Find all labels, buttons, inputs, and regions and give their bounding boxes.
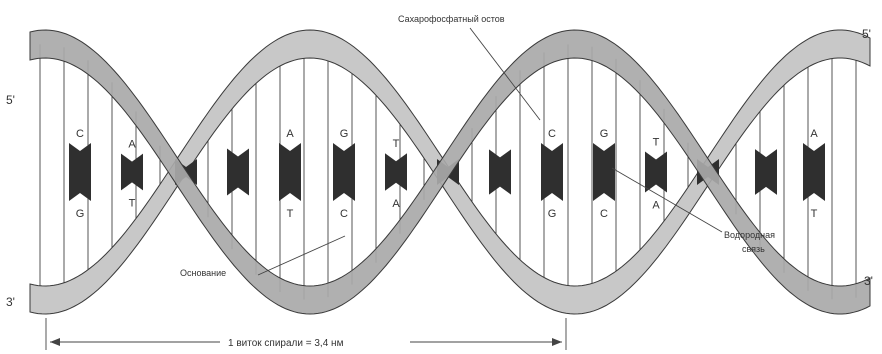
- base-pair-block: [755, 149, 777, 195]
- base-pair-block: [69, 143, 91, 201]
- base-letter-top: C: [548, 128, 556, 140]
- backbone-strand-front: [30, 30, 870, 314]
- base-letter-bottom: T: [811, 208, 818, 220]
- base-letter-top: C: [76, 128, 84, 140]
- base-letter-bottom: A: [652, 200, 660, 212]
- base-letter-top: A: [286, 128, 294, 140]
- annotation-hydrogen-bond-1: Водородная: [724, 230, 775, 240]
- base-letter-top: T: [393, 138, 400, 150]
- base-letter-bottom: G: [548, 208, 557, 220]
- base-pair-block: [279, 143, 301, 201]
- base-letter-bottom: G: [76, 208, 85, 220]
- base-letter-top: A: [810, 128, 818, 140]
- base-letter-bottom: C: [600, 208, 608, 220]
- annotation-base: Основание: [180, 268, 226, 278]
- label-5prime-left: 5': [6, 93, 15, 107]
- label-5prime-right: 5': [862, 27, 871, 41]
- base-letter-top: A: [128, 139, 136, 151]
- label-3prime-right: 3': [864, 274, 873, 288]
- base-letter-bottom: C: [340, 208, 348, 220]
- base-pair-block: [593, 143, 615, 201]
- base-pair-block: [121, 154, 143, 191]
- base-pair-block: [645, 151, 667, 192]
- base-letter-top: G: [340, 128, 349, 140]
- base-pair-block: [803, 143, 825, 201]
- annotation-backbone: Сахарофосфатный остов: [398, 14, 505, 24]
- base-pair-block: [333, 143, 355, 201]
- base-pair-block: [385, 153, 407, 191]
- base-pair-block: [489, 149, 511, 194]
- leader-base: [258, 236, 345, 275]
- annotation-turn-length: 1 виток спирали = 3,4 нм: [228, 338, 344, 349]
- base-pair-block: [227, 148, 249, 195]
- base-pair-block: [541, 143, 563, 201]
- base-letter-bottom: T: [287, 208, 294, 220]
- base-letter-top: G: [600, 128, 609, 140]
- annotation-hydrogen-bond-2: связь: [742, 244, 765, 254]
- label-3prime-left: 3': [6, 295, 15, 309]
- base-letter-bottom: T: [129, 197, 136, 209]
- base-letter-bottom: A: [392, 198, 400, 210]
- base-letter-top: T: [653, 136, 660, 148]
